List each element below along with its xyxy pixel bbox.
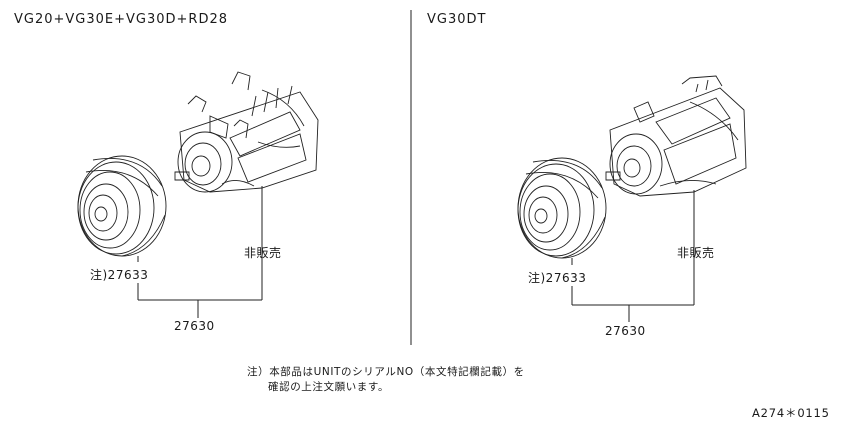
right-assembly-part-number: 27630 — [605, 324, 646, 338]
left-leader-lines — [138, 186, 262, 318]
right-nonsale-label: 非販売 — [677, 246, 715, 260]
left-assembly-part-number: 27630 — [174, 319, 215, 333]
footnote-line-1: 注）本部品はUNITのシリアルNO（本文特記欄記載）を — [247, 366, 525, 378]
right-panel-title: VG30DT — [427, 12, 487, 27]
right-compressor-body — [606, 76, 746, 196]
left-clutch-part-number: 注)27633 — [90, 268, 149, 282]
footnote-line-2: 確認の上注文願います。 — [268, 381, 390, 393]
right-leader-lines — [572, 190, 694, 322]
right-clutch-pulley — [518, 158, 606, 258]
figure-code: A274＊0115 — [752, 406, 830, 420]
right-clutch-part-number: 注)27633 — [528, 271, 587, 285]
left-nonsale-label: 非販売 — [244, 246, 282, 260]
left-clutch-pulley — [78, 156, 166, 256]
left-panel-title: VG20+VG30E+VG30D+RD28 — [14, 12, 229, 27]
left-compressor-body — [175, 72, 318, 192]
